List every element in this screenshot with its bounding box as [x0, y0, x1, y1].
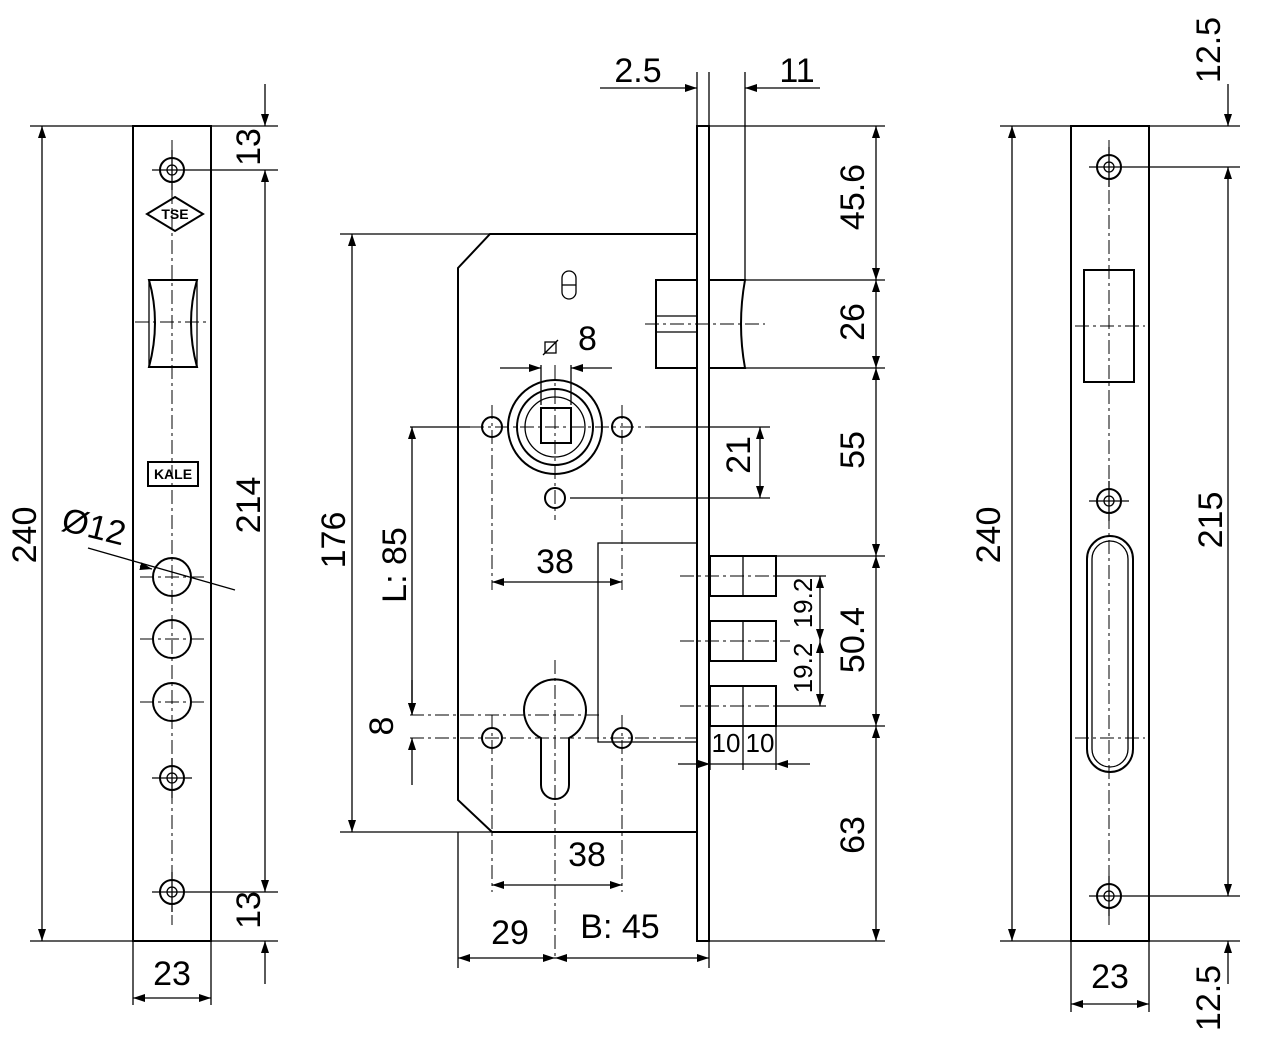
dim-roller-stack: 50.4 — [834, 607, 872, 673]
dim-bolt-height: 26 — [834, 303, 872, 341]
dim-strike-height: 240 — [970, 507, 1008, 564]
latch-bolt — [645, 279, 765, 369]
cylinder-cutout — [410, 660, 697, 960]
tse-logo: TSE — [145, 195, 205, 233]
dim-strike-width: 23 — [1091, 958, 1129, 996]
dim-handle-holes: 38 — [536, 543, 574, 581]
dim-strike-hole-span: 215 — [1192, 492, 1230, 549]
dim-roller-pitch-2: 19.2 — [788, 643, 818, 694]
dim-centre-distance: L: 85 — [376, 527, 414, 603]
dim-bolt-to-rollers: 55 — [834, 431, 872, 469]
dim-roller-width-1: 10 — [712, 728, 741, 758]
dim-strike-bottom-offset: 12.5 — [1190, 965, 1228, 1031]
svg-text:KALE: KALE — [154, 466, 192, 482]
dim-spindle-offset: 21 — [720, 436, 758, 474]
dim-hole-diameter: Ø12 — [58, 501, 130, 553]
svg-text:TSE: TSE — [161, 206, 188, 222]
dim-body-height: 176 — [315, 512, 353, 569]
handle-follower — [470, 270, 650, 590]
dim-front-bottom-offset: 13 — [230, 891, 268, 929]
dim-front-height: 240 — [6, 507, 44, 564]
strike-plate-view: 240 215 12.5 12.5 23 — [970, 17, 1240, 1031]
dim-front-width: 23 — [153, 955, 191, 993]
lock-body-view: 2.5 11 45.6 26 55 50.4 63 176 L: 85 8 — [315, 52, 885, 968]
dim-front-hole-span: 214 — [230, 477, 268, 534]
dim-front-top-offset: 13 — [230, 128, 268, 166]
dim-cylinder-holes: 38 — [568, 836, 606, 874]
dim-spindle: 8 — [578, 320, 597, 358]
dim-bolt-offset: 45.6 — [834, 164, 872, 230]
dim-strike-top-offset: 12.5 — [1190, 17, 1228, 83]
kale-logo: KALE — [147, 461, 199, 487]
dim-body-bottom-offset: 63 — [834, 816, 872, 854]
dim-roller-width-2: 10 — [746, 728, 775, 758]
latch-bolt-face — [135, 279, 210, 368]
dim-edge-to-cylinder: 29 — [491, 914, 529, 952]
deadbolt-slot — [1086, 535, 1134, 773]
dim-roller-pitch-1: 19.2 — [788, 578, 818, 629]
dim-backset: B: 45 — [580, 908, 659, 946]
dim-cylinder-offset: 8 — [363, 717, 401, 736]
dim-plate-thickness: 2.5 — [614, 52, 661, 90]
front-plate-view: TSE KALE 240 214 — [6, 84, 278, 1005]
dim-bolt-projection: 11 — [779, 52, 814, 90]
